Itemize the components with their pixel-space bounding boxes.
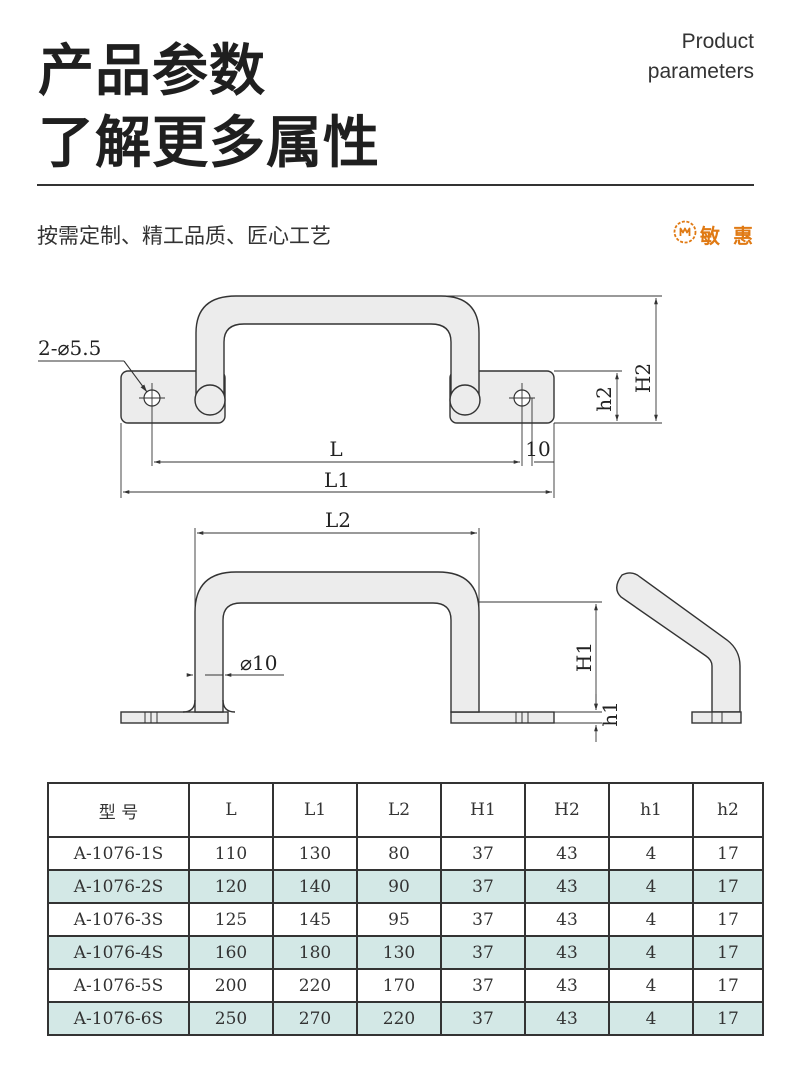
hole-spec-label: 2-⌀5.5: [38, 336, 101, 360]
cell-L2: 80: [356, 836, 442, 871]
cell-h2: 17: [692, 836, 764, 871]
side-handle-bar: [616, 572, 741, 713]
cell-L2: 170: [356, 968, 442, 1003]
cell-H2: 43: [524, 836, 610, 871]
cell-L2: 220: [356, 1001, 442, 1036]
cell-h2: 17: [692, 902, 764, 937]
header-divider: [37, 184, 754, 186]
side-foot: [691, 711, 742, 724]
dim-label-h1: h1: [598, 701, 622, 727]
cell-model: A-1076-3S: [47, 902, 190, 937]
cell-L1: 140: [272, 869, 358, 904]
header-h2: h2: [692, 782, 764, 838]
left-bar-end: [194, 384, 226, 416]
header-L1: L1: [272, 782, 358, 838]
top-view: [120, 295, 555, 424]
front-right-foot: [450, 711, 555, 724]
header-H2: H2: [524, 782, 610, 838]
cell-H2: 43: [524, 902, 610, 937]
cell-H1: 37: [440, 968, 526, 1003]
cell-H2: 43: [524, 935, 610, 970]
cell-H2: 43: [524, 1001, 610, 1036]
cell-model: A-1076-2S: [47, 869, 190, 904]
english-title-line1: Product: [681, 30, 754, 53]
cell-h2: 17: [692, 935, 764, 970]
dim-label-H1: H1: [572, 642, 596, 672]
table-row: A-1076-5S 200 220 170 37 43 4 17: [47, 968, 764, 1003]
handle-bar: [195, 295, 480, 399]
dim-label-L1: L1: [324, 468, 350, 492]
cell-h1: 4: [608, 935, 694, 970]
page-title-line1: 产品参数: [38, 39, 266, 104]
cell-L1: 145: [272, 902, 358, 937]
table-header-row: 型 号 L L1 L2 H1 H2 h1 h2: [47, 782, 764, 838]
front-foot-ticks: [144, 712, 529, 723]
centerlines: [139, 383, 535, 466]
cell-model: A-1076-1S: [47, 836, 190, 871]
dim-label-bar-diameter: ⌀10: [240, 651, 278, 675]
english-title: Product parameters: [648, 27, 754, 87]
cell-L2: 130: [356, 935, 442, 970]
side-view: [616, 572, 742, 724]
dim-label-L2: L2: [325, 508, 351, 532]
cell-h1: 4: [608, 836, 694, 871]
cell-L2: 90: [356, 869, 442, 904]
cell-H1: 37: [440, 836, 526, 871]
cell-L1: 270: [272, 1001, 358, 1036]
table-row: A-1076-2S 120 140 90 37 43 4 17: [47, 869, 764, 904]
front-left-foot: [120, 711, 229, 724]
cell-h1: 4: [608, 869, 694, 904]
cell-L: 250: [188, 1001, 274, 1036]
right-bar-end: [449, 384, 481, 416]
cell-h2: 17: [692, 968, 764, 1003]
minhui-logo-icon: [673, 220, 697, 244]
header-L: L: [188, 782, 274, 838]
cell-L1: 180: [272, 935, 358, 970]
cell-L: 110: [188, 836, 274, 871]
cell-L2: 95: [356, 902, 442, 937]
cell-model: A-1076-4S: [47, 935, 190, 970]
page-title-line2: 了解更多属性: [38, 111, 380, 176]
cell-H2: 43: [524, 869, 610, 904]
cell-h1: 4: [608, 1001, 694, 1036]
header-h1: h1: [608, 782, 694, 838]
header-model: 型 号: [47, 782, 190, 838]
technical-drawing: 2-⌀5.5 H2 h2 L 10 L1: [38, 295, 742, 742]
spec-table: 型 号 L L1 L2 H1 H2 h1 h2 A-1076-1S 110 13…: [47, 782, 764, 1036]
cell-model: A-1076-5S: [47, 968, 190, 1003]
cell-H1: 37: [440, 1001, 526, 1036]
table-row: A-1076-6S 250 270 220 37 43 4 17: [47, 1001, 764, 1036]
cell-H1: 37: [440, 902, 526, 937]
front-view: [120, 571, 555, 724]
cell-h1: 4: [608, 902, 694, 937]
table-row: A-1076-1S 110 130 80 37 43 4 17: [47, 836, 764, 871]
english-title-line2: parameters: [647, 60, 754, 83]
cell-H2: 43: [524, 968, 610, 1003]
cell-L: 120: [188, 869, 274, 904]
cell-L: 125: [188, 902, 274, 937]
subtitle: 按需定制、精工品质、匠心工艺: [37, 224, 331, 248]
cell-L: 200: [188, 968, 274, 1003]
cell-L1: 130: [272, 836, 358, 871]
table-row: A-1076-4S 160 180 130 37 43 4 17: [47, 935, 764, 970]
cell-H1: 37: [440, 869, 526, 904]
dim-label-L: L: [329, 437, 342, 461]
table-row: A-1076-3S 125 145 95 37 43 4 17: [47, 902, 764, 937]
header-H1: H1: [440, 782, 526, 838]
cell-L1: 220: [272, 968, 358, 1003]
cell-model: A-1076-6S: [47, 1001, 190, 1036]
brand-name: 敏 惠: [700, 224, 756, 248]
cell-h2: 17: [692, 869, 764, 904]
cell-H1: 37: [440, 935, 526, 970]
dim-label-H2: H2: [631, 363, 655, 393]
cell-h2: 17: [692, 1001, 764, 1036]
dim-label-10: 10: [525, 437, 550, 461]
header-L2: L2: [356, 782, 442, 838]
cell-L: 160: [188, 935, 274, 970]
dim-label-h2: h2: [592, 386, 616, 412]
front-handle-bar: [194, 571, 480, 713]
cell-h1: 4: [608, 968, 694, 1003]
